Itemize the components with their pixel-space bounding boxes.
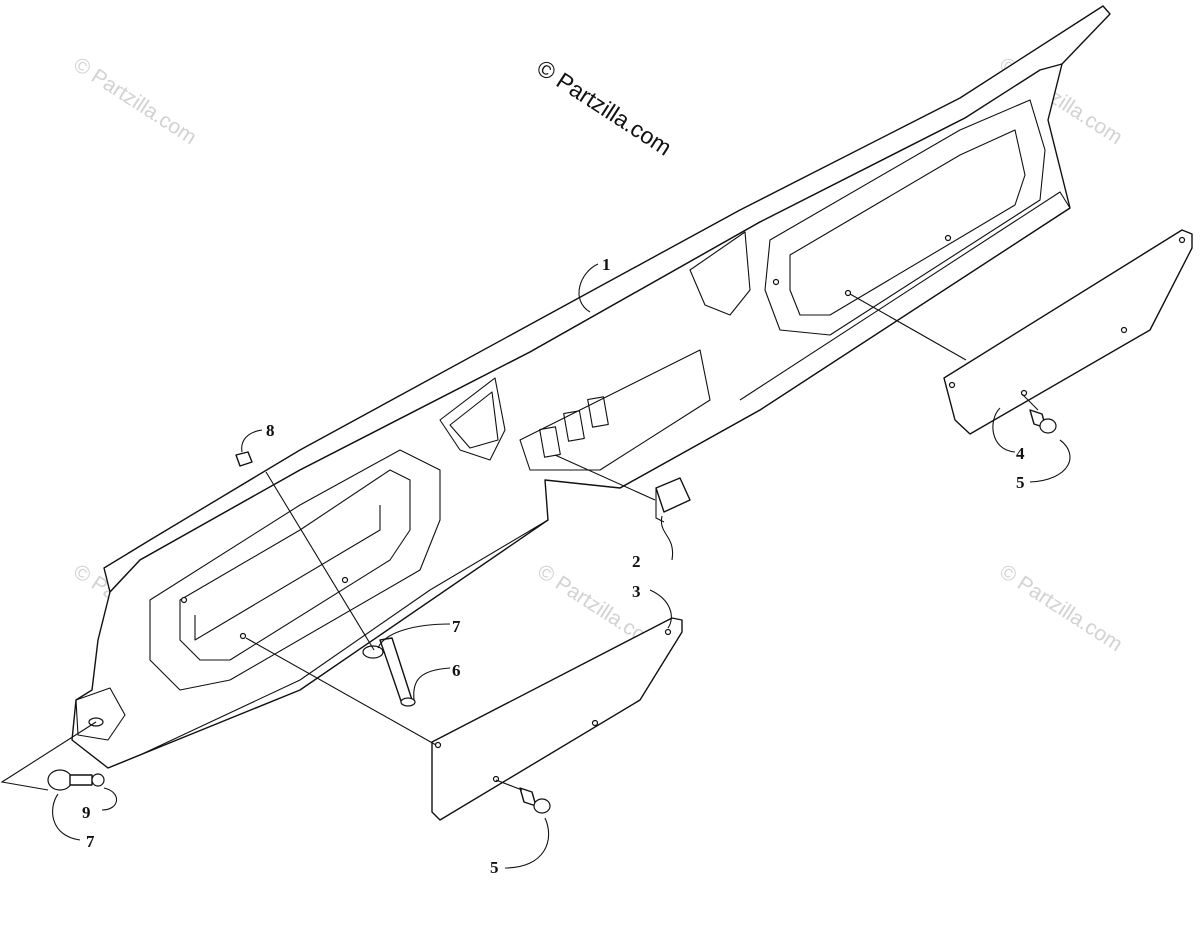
screw-right-head xyxy=(1039,418,1057,434)
callout-5-lower: 5 xyxy=(490,858,499,877)
switch-plug-body xyxy=(655,477,691,513)
mount-hole-5 xyxy=(239,632,247,640)
leader-left-panel-axis xyxy=(245,637,437,746)
watermark-top-left: © Partzilla.com xyxy=(69,53,200,149)
leader-lines xyxy=(0,263,1071,869)
leader-end-bracket-axis xyxy=(0,721,97,791)
mount-hole-1 xyxy=(341,576,349,584)
switch-slot-2 xyxy=(563,410,585,442)
shroud-bottom-edge xyxy=(107,519,549,769)
copyright-text: © Partzilla.com xyxy=(532,54,676,160)
center-handle-recess xyxy=(449,391,499,449)
mount-hole-3 xyxy=(772,278,780,286)
callout-3: 3 xyxy=(632,582,641,601)
shroud-right-bottom-edge xyxy=(619,191,1071,489)
leader-7-upper xyxy=(377,623,451,649)
left-pocket-inner xyxy=(179,469,411,661)
left-pocket-outer xyxy=(149,449,441,691)
leader-8 xyxy=(241,429,263,453)
callout-7-lower: 7 xyxy=(86,832,95,851)
dashboard-shroud xyxy=(71,5,1111,769)
bolt-head xyxy=(400,697,416,707)
mount-hole-4 xyxy=(180,596,188,604)
left-cover-panel-shape xyxy=(431,617,683,821)
callout-2: 2 xyxy=(632,552,641,571)
callout-4: 4 xyxy=(1016,444,1025,463)
leader-2 xyxy=(660,515,674,561)
callout-9: 9 xyxy=(82,803,91,822)
right-cover-panel-shape xyxy=(943,229,1193,435)
leader-7-lower xyxy=(52,793,81,841)
center-grab-handle xyxy=(439,377,506,461)
right-pocket-outer xyxy=(764,99,1046,336)
right-cover-panel xyxy=(943,229,1193,435)
screw-lower-head xyxy=(533,798,551,814)
switch-plug xyxy=(655,477,691,523)
callout-8: 8 xyxy=(266,421,275,440)
washer-lower xyxy=(47,769,73,791)
leader-6 xyxy=(413,667,451,701)
left-end-bracket xyxy=(75,687,126,741)
screw-lower xyxy=(519,787,537,807)
leader-screw-right-axis xyxy=(1021,393,1039,411)
leader-plug-axis xyxy=(554,454,656,501)
leader-screw-lower-axis xyxy=(495,779,523,791)
right-pocket-inner xyxy=(789,129,1026,316)
hardware xyxy=(47,409,1057,814)
leader-1 xyxy=(578,263,599,313)
switch-slot-1 xyxy=(539,426,561,458)
switch-bank xyxy=(519,349,711,471)
callouts: 1 2 3 4 5 5 6 7 7 8 9 xyxy=(82,255,1025,877)
callout-6: 6 xyxy=(452,661,461,680)
leader-5-lower xyxy=(504,817,550,869)
leader-5-right xyxy=(1029,439,1071,483)
bolt xyxy=(379,637,413,705)
washer-upper xyxy=(362,645,384,659)
leader-right-panel-axis xyxy=(849,293,967,361)
switch-slot-3 xyxy=(587,396,609,428)
shroud-body xyxy=(71,63,1071,769)
mount-hole-2 xyxy=(944,234,952,242)
right-cover-hole-3 xyxy=(1120,326,1128,334)
upper-grab-handle xyxy=(689,231,751,316)
mount-hole-6 xyxy=(844,289,852,297)
leader-9 xyxy=(101,787,118,811)
left-cover-hole-2 xyxy=(664,628,672,636)
left-pocket-floor xyxy=(194,505,381,641)
nut xyxy=(235,451,253,467)
callout-1: 1 xyxy=(602,255,611,274)
left-cover-panel xyxy=(431,617,683,821)
screw-nine xyxy=(69,774,93,786)
screw-nine-head xyxy=(91,773,105,787)
leader-4 xyxy=(992,407,1016,453)
left-cover-hole-1 xyxy=(434,741,442,749)
right-cover-hole-1 xyxy=(948,381,956,389)
callout-5-right: 5 xyxy=(1016,473,1025,492)
leader-3 xyxy=(649,589,672,629)
watermark-middle-right: © Partzilla.com xyxy=(995,560,1126,656)
callout-7-upper: 7 xyxy=(452,617,461,636)
left-cover-hole-3 xyxy=(591,719,599,727)
leader-bolt-axis xyxy=(265,471,375,651)
right-cover-hole-2 xyxy=(1178,236,1186,244)
